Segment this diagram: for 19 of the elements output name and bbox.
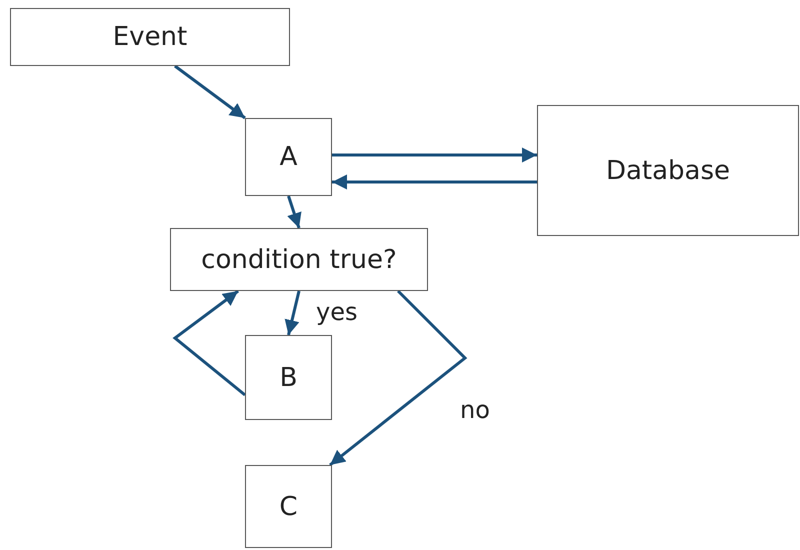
- arrow: [172, 290, 246, 396]
- process-box: [10, 8, 290, 66]
- node-label: A: [280, 142, 298, 172]
- arrow: [332, 148, 537, 163]
- process-box: [245, 118, 332, 196]
- node-label: Database: [606, 156, 730, 186]
- node-label: condition true?: [201, 244, 397, 274]
- process-box: [245, 335, 332, 420]
- process-box: [537, 105, 799, 236]
- process-box: [170, 228, 428, 291]
- arrow: [287, 196, 302, 228]
- arrow: [332, 174, 537, 190]
- node-label: B: [280, 362, 298, 392]
- arrow: [329, 290, 468, 466]
- node-label: Event: [112, 22, 188, 52]
- node-label: C: [279, 492, 298, 522]
- arrow: [174, 64, 246, 120]
- arrow: [284, 290, 300, 336]
- process-box: [245, 465, 332, 548]
